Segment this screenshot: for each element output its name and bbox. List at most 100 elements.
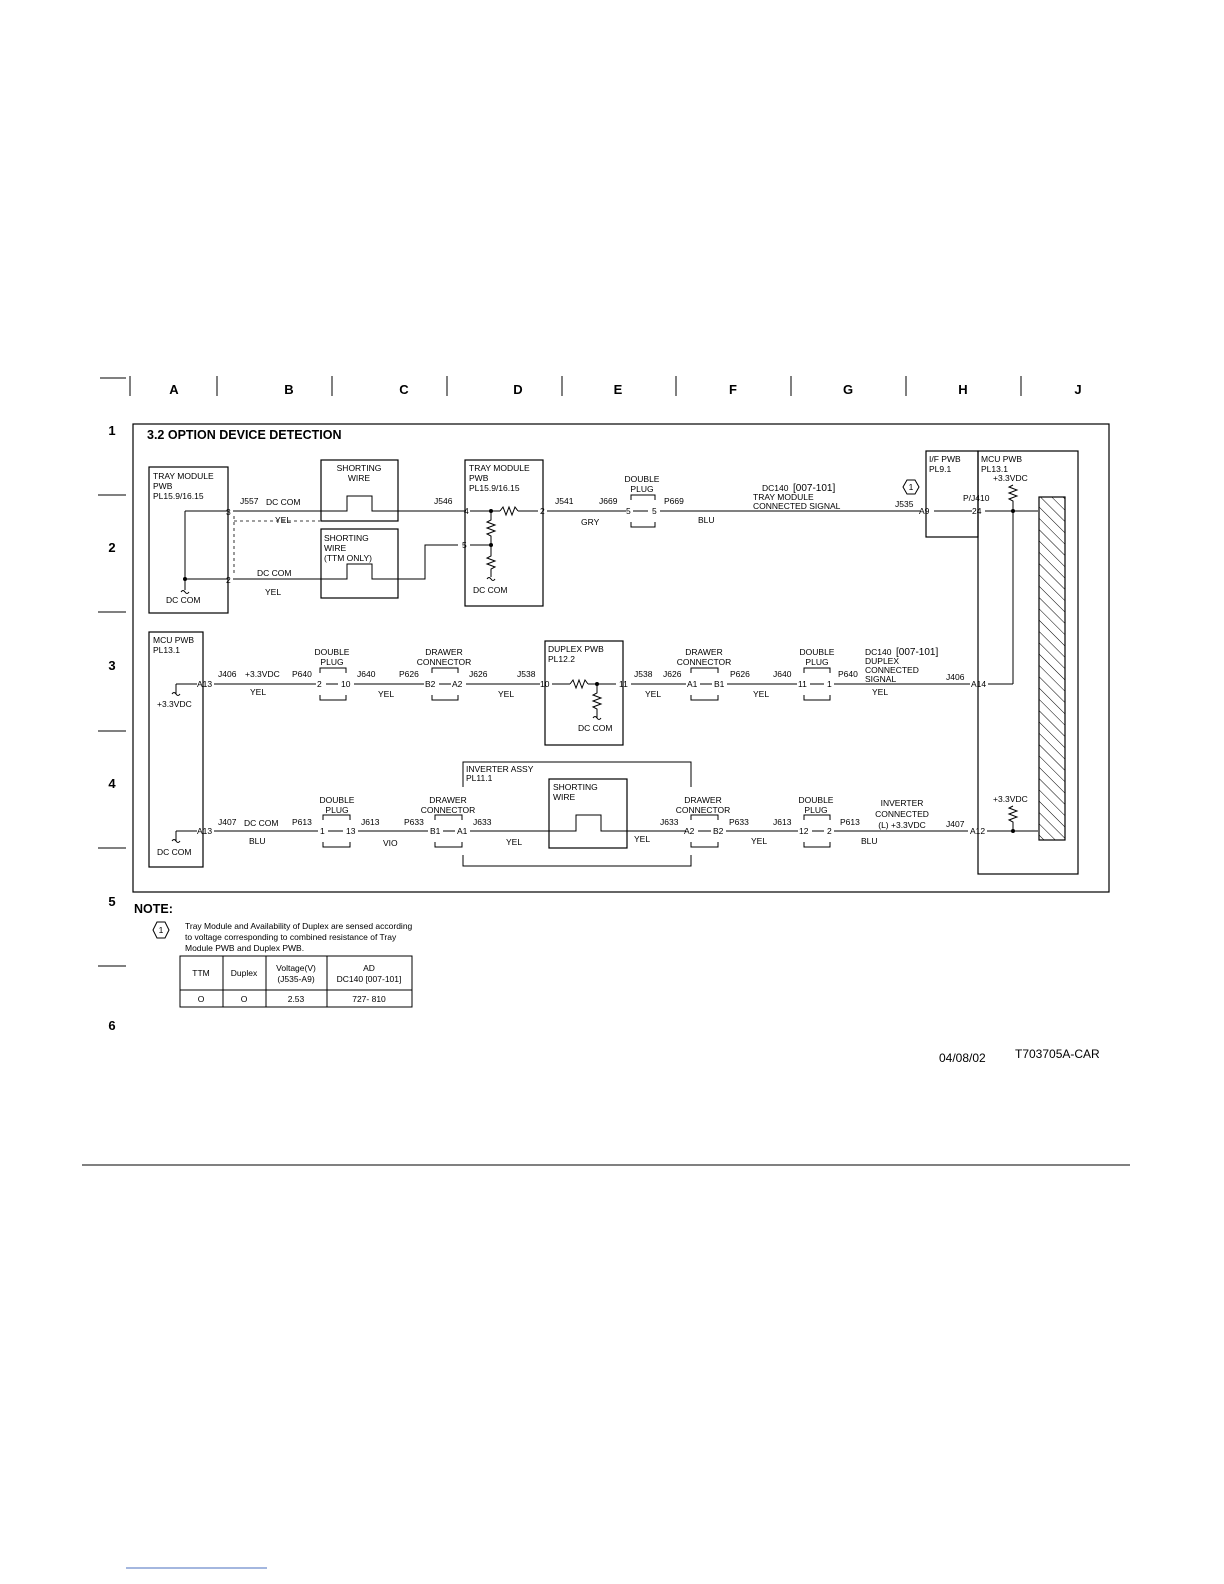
wire-color: GRY xyxy=(581,517,600,527)
wire-color: YEL xyxy=(753,689,769,699)
double-plug-label: DOUBLE xyxy=(800,647,835,657)
signal-dc: DC140 xyxy=(865,647,892,657)
column-label: C xyxy=(399,382,409,397)
tray-pwb-right-label: PL15.9/16.15 xyxy=(469,483,520,493)
right-boards: I/F PWB PL9.1 MCU PWB PL13.1 +3.3VDC P/J… xyxy=(925,450,1079,875)
voltage-label: +3.3VDC xyxy=(245,669,280,679)
pin-label: 11 xyxy=(798,679,807,689)
double-plug-label: PLUG xyxy=(805,657,828,667)
connector-label: P640 xyxy=(292,669,312,679)
drawer-connector-label: DRAWER xyxy=(425,647,462,657)
pin-label: A1 xyxy=(687,679,698,689)
note-marker: 1 xyxy=(159,925,164,935)
pin-label: 5 xyxy=(626,506,631,516)
connector-label: J640 xyxy=(773,669,792,679)
wire-color: BLU xyxy=(698,515,715,525)
connector-label: J613 xyxy=(773,817,792,827)
connector-label: P640 xyxy=(838,669,858,679)
duplex-pwb-label: PL12.2 xyxy=(548,654,575,664)
pin-label: A14 xyxy=(971,679,986,689)
tray-module-circuit: TRAY MODULE PWB PL15.9/16.15 DC COM 3 2 … xyxy=(148,459,930,614)
wire-color: YEL xyxy=(872,687,888,697)
drawer-connector-label: CONNECTOR xyxy=(677,657,732,667)
pin-label: A2 xyxy=(684,826,695,836)
pin-label: 13 xyxy=(346,826,356,836)
pin-label: 2 xyxy=(827,826,832,836)
pin-label: 2 xyxy=(226,575,231,585)
table-cell: O xyxy=(198,994,205,1004)
pin-label: A13 xyxy=(197,826,212,836)
hatched-bar xyxy=(1038,496,1066,841)
pin-label: B1 xyxy=(430,826,441,836)
double-plug-label: PLUG xyxy=(630,484,653,494)
connector-label: P613 xyxy=(840,817,860,827)
tray-pwb-right-label: TRAY MODULE xyxy=(469,463,530,473)
pin-label: A12 xyxy=(970,826,985,836)
mcu-pwb-right-label: PL13.1 xyxy=(981,464,1008,474)
column-label: F xyxy=(729,382,737,397)
table-cell: O xyxy=(241,994,248,1004)
pin-label: A13 xyxy=(197,679,212,689)
mcu-pwb-left-label: PL13.1 xyxy=(153,645,180,655)
table-cell: 2.53 xyxy=(288,994,305,1004)
column-label: H xyxy=(958,382,967,397)
diagram-frame xyxy=(132,423,1110,893)
note-line: Tray Module and Availability of Duplex a… xyxy=(185,921,413,931)
note-line: Module PWB and Duplex PWB. xyxy=(185,943,304,953)
drawer-connector-label: CONNECTOR xyxy=(417,657,472,667)
row-label: 1 xyxy=(108,423,115,438)
connector-label: J640 xyxy=(357,669,376,679)
wire-color: VIO xyxy=(383,838,398,848)
pin-label: 2 xyxy=(540,506,545,516)
signal-name: CONNECTED xyxy=(875,809,929,819)
table-header: TTM xyxy=(192,968,209,978)
pin-label: A2 xyxy=(452,679,463,689)
drawer-connector-label: DRAWER xyxy=(684,795,721,805)
signal-name: DUPLEX xyxy=(865,656,899,666)
pin-label: 5 xyxy=(652,506,657,516)
connector-label: J546 xyxy=(434,496,453,506)
shorting-wire-ttm-label: WIRE xyxy=(324,543,347,553)
connector-label: J669 xyxy=(599,496,618,506)
connector-label: J406 xyxy=(218,669,237,679)
double-plug-label: DOUBLE xyxy=(625,474,660,484)
voltage-label: +3.3VDC xyxy=(157,699,192,709)
connector-label: P626 xyxy=(730,669,750,679)
signal-name: CONNECTED xyxy=(865,665,919,675)
dc-com-label: DC COM xyxy=(473,585,507,595)
pin-label: 1 xyxy=(827,679,832,689)
dc-com-label: DC COM xyxy=(257,568,291,578)
drawer-connector-label: CONNECTOR xyxy=(676,805,731,815)
note-heading: NOTE: xyxy=(134,902,173,916)
double-plug-label: DOUBLE xyxy=(315,647,350,657)
wire-color: BLU xyxy=(861,836,878,846)
note-section: NOTE: 1 Tray Module and Availability of … xyxy=(134,902,413,1008)
dc-com-label: DC COM xyxy=(578,723,612,733)
pin-label: 3 xyxy=(226,507,231,517)
shorting-wire-label: SHORTING xyxy=(337,463,382,473)
signal-name: TRAY MODULE xyxy=(753,492,814,502)
wire-color: YEL xyxy=(265,587,281,597)
table-header: (J535-A9) xyxy=(277,974,314,984)
connector-label: J538 xyxy=(634,669,653,679)
signal-name: (L) +3.3VDC xyxy=(878,820,925,830)
pin-label: 4 xyxy=(464,506,469,516)
double-plug-label: PLUG xyxy=(804,805,827,815)
shorting-wire-ttm-label: (TTM ONLY) xyxy=(324,553,372,563)
footer-date: 04/08/02 xyxy=(939,1051,986,1065)
if-pwb-label: I/F PWB xyxy=(929,454,961,464)
connector-label: P633 xyxy=(729,817,749,827)
double-plug-label: DOUBLE xyxy=(799,795,834,805)
connector-label: P626 xyxy=(399,669,419,679)
double-plug-label: PLUG xyxy=(320,657,343,667)
pin-label: B2 xyxy=(713,826,724,836)
column-label: E xyxy=(614,382,623,397)
connector-label: J407 xyxy=(946,819,965,829)
note-table: TTM Duplex Voltage(V) (J535-A9) AD DC140… xyxy=(179,955,413,1008)
connector-label: J633 xyxy=(473,817,492,827)
signal-marker: 1 xyxy=(909,482,914,492)
table-header: Voltage(V) xyxy=(276,963,316,973)
connector-label: P633 xyxy=(404,817,424,827)
signal-name: CONNECTED SIGNAL xyxy=(753,501,841,511)
wire-color: YEL xyxy=(498,689,514,699)
